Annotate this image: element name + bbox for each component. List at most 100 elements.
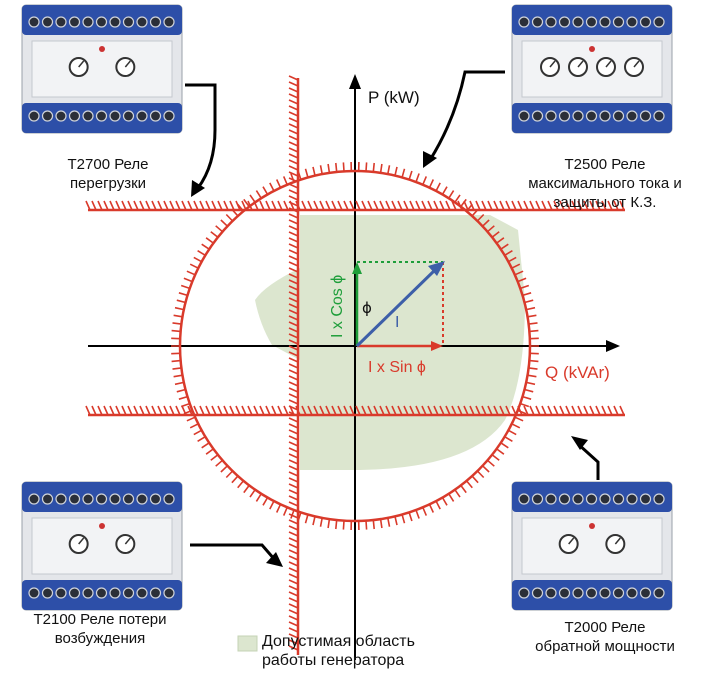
pointer-arrowhead xyxy=(423,151,437,168)
terminal-screw-icon xyxy=(68,587,81,599)
terminal-screw-icon xyxy=(41,110,54,122)
relay-led-icon xyxy=(99,46,105,52)
terminal-screw-icon xyxy=(545,587,557,599)
terminal-screw-icon xyxy=(109,16,121,28)
terminal-screw-icon xyxy=(585,587,598,599)
overcurrent-limit-circle xyxy=(171,161,539,531)
terminal-screw-icon xyxy=(599,16,611,28)
terminal-screw-icon xyxy=(545,16,557,28)
terminal-screw-icon xyxy=(95,16,108,28)
legend-line2: работы генератора xyxy=(262,652,405,669)
terminal-screw-icon xyxy=(149,110,162,122)
terminal-screw-icon xyxy=(95,110,108,122)
terminal-screw-icon xyxy=(531,16,544,28)
legend-line1: Допустимая область xyxy=(262,633,415,650)
terminal-screw-icon xyxy=(653,493,665,505)
reverse-power-limit-line xyxy=(85,405,625,417)
relay-t2500-icon xyxy=(511,4,673,134)
terminal-screw-icon xyxy=(558,587,571,599)
t2500-caption-line3: защиты от К.З. xyxy=(553,194,657,211)
terminal-screw-icon xyxy=(531,493,544,505)
knob-indicator xyxy=(78,60,85,68)
relay-t2000-icon xyxy=(511,481,673,611)
terminal-screw-icon xyxy=(95,587,108,599)
knob-indicator xyxy=(633,60,640,68)
terminal-screw-icon xyxy=(122,110,135,122)
t2100-caption: T2100 Реле потери возбуждения xyxy=(5,610,195,648)
t2700-caption-line1: T2700 Реле xyxy=(67,156,149,173)
terminal-screw-icon xyxy=(163,16,175,28)
q-axis-arrowhead xyxy=(606,340,620,352)
terminal-screw-icon xyxy=(55,16,67,28)
terminal-screw-icon xyxy=(612,110,625,122)
terminal-screw-icon xyxy=(95,493,108,505)
terminal-screw-icon xyxy=(531,587,544,599)
terminal-screw-icon xyxy=(626,16,638,28)
relay-led-icon xyxy=(99,523,105,529)
q-axis-label: Q (kVAr) xyxy=(545,363,610,382)
t2500-caption-line1: T2500 Реле xyxy=(564,156,646,173)
pointer-arrowheads xyxy=(191,151,588,567)
terminal-screw-icon xyxy=(68,16,81,28)
knob-indicator xyxy=(549,60,556,68)
terminal-screw-icon xyxy=(163,110,175,122)
terminal-screw-icon xyxy=(585,16,598,28)
terminal-screw-icon xyxy=(163,493,175,505)
t2100-caption-line1: T2100 Реле потери xyxy=(33,611,167,628)
p-axis-arrowhead xyxy=(349,74,361,89)
terminal-screw-icon xyxy=(518,16,530,28)
terminal-screw-icon xyxy=(612,587,625,599)
terminal-screw-icon xyxy=(82,16,94,28)
phi-label: ϕ xyxy=(362,299,372,317)
relay-modules xyxy=(21,4,673,611)
terminal-screw-icon xyxy=(28,493,40,505)
terminal-screw-icon xyxy=(41,16,54,28)
t2700-caption-line2: перегрузки xyxy=(69,175,147,192)
terminal-screw-icon xyxy=(122,493,135,505)
terminal-screw-icon xyxy=(599,587,611,599)
pointer-arrowhead xyxy=(571,436,588,450)
terminal-screw-icon xyxy=(558,493,571,505)
terminal-screw-icon xyxy=(55,493,67,505)
relay-led-icon xyxy=(589,46,595,52)
loss-of-excitation-limit-line xyxy=(288,75,300,655)
terminal-screw-icon xyxy=(653,587,665,599)
terminal-screw-icon xyxy=(149,16,162,28)
cos-arrowhead xyxy=(352,262,362,274)
limit-lines xyxy=(85,75,625,655)
knob-indicator xyxy=(78,537,85,545)
terminal-screw-icon xyxy=(585,493,598,505)
pointer-arrowhead xyxy=(266,552,283,567)
terminal-screw-icon xyxy=(28,587,40,599)
loss-of-excitation-limit-line-hatching xyxy=(288,75,299,651)
overload-limit-line-hatching xyxy=(85,200,625,211)
t2500-caption-line2: максимального тока и xyxy=(528,175,682,192)
terminal-screw-icon xyxy=(28,110,40,122)
t2000-caption: T2000 Реле обратной мощности xyxy=(510,618,700,656)
legend-swatch xyxy=(237,635,258,652)
terminal-screw-icon xyxy=(109,110,121,122)
legend-text: Допустимая область работы генератора xyxy=(262,632,462,670)
terminal-screw-icon xyxy=(518,587,530,599)
terminal-screw-icon xyxy=(136,587,148,599)
terminal-screw-icon xyxy=(68,493,81,505)
current-vector-i xyxy=(355,267,438,348)
pointer-arrowhead xyxy=(191,180,205,197)
knob-indicator xyxy=(124,60,131,68)
terminal-screw-icon xyxy=(585,110,598,122)
cos-label: I x Cos ϕ xyxy=(329,275,346,338)
pointer-arrow-icon xyxy=(190,543,277,561)
terminal-screw-icon xyxy=(626,110,638,122)
terminal-screw-icon xyxy=(545,110,557,122)
terminal-screw-icon xyxy=(599,110,611,122)
terminal-screw-icon xyxy=(639,16,652,28)
terminal-screw-icon xyxy=(572,16,584,28)
terminal-screw-icon xyxy=(612,16,625,28)
knob-indicator xyxy=(605,60,612,68)
terminal-screw-icon xyxy=(82,587,94,599)
terminal-screw-icon xyxy=(558,16,571,28)
knob-indicator xyxy=(124,537,131,545)
allowed-area-lobe xyxy=(255,268,300,360)
allowed-operating-area xyxy=(300,215,525,470)
